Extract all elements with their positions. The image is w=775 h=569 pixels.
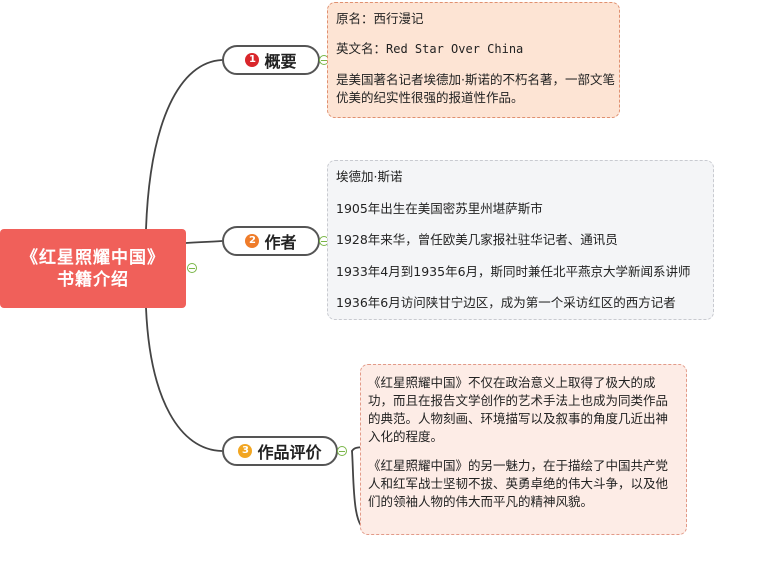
number-badge-icon: 1	[245, 53, 260, 67]
branch-label: 作者	[264, 233, 297, 252]
overview-detail-box	[327, 2, 620, 118]
author-item-name: 埃德加·斯诺	[336, 169, 403, 184]
branch-evaluation-collapse-toggle[interactable]	[337, 446, 347, 456]
overview-item-original-name: 原名：西行漫记	[336, 11, 424, 26]
evaluation-item-spirit: 《红星照耀中国》的另一魅力，在于描绘了中国共产党人和红军战士坚韧不拔、英勇卓绝的…	[368, 458, 669, 509]
overview-item-description: 是美国著名记者埃德加·斯诺的不朽名著，一部文笔优美的纪实性很强的报道性作品。	[336, 72, 615, 105]
branch-label: 作品评价	[257, 443, 322, 462]
root-title-line1: 《红星照耀中国》	[21, 247, 165, 268]
author-item-red-zone-visit: 1936年6月访问陕甘宁边区，成为第一个采访红区的西方记者	[336, 295, 676, 310]
overview-item-english-name: 英文名：Red Star Over China	[336, 40, 523, 58]
root-node[interactable]: 《红星照耀中国》 书籍介绍	[0, 229, 186, 308]
evaluation-detail-box	[360, 364, 687, 535]
branch-evaluation[interactable]: 3 作品评价	[222, 436, 338, 466]
root-title-line2: 书籍介绍	[57, 269, 129, 290]
english-name-value: Red Star Over China	[386, 42, 524, 56]
evaluation-item-artistic: 《红星照耀中国》不仅在政治意义上取得了极大的成功，而且在报告文学创作的艺术手法上…	[368, 375, 669, 444]
root-collapse-toggle[interactable]	[187, 263, 197, 273]
author-item-china-arrival: 1928年来华，曾任欧美几家报社驻华记者、通讯员	[336, 232, 618, 247]
branch-label: 概要	[264, 52, 297, 71]
author-detail-box	[327, 160, 714, 320]
number-badge-icon: 3	[238, 444, 253, 458]
number-badge-icon: 2	[245, 234, 260, 248]
author-item-lecturer: 1933年4月到1935年6月，斯同时兼任北平燕京大学新闻系讲师	[336, 264, 691, 279]
branch-author[interactable]: 2 作者	[222, 226, 320, 256]
branch-overview[interactable]: 1 概要	[222, 45, 320, 75]
english-name-label: 英文名：	[336, 41, 387, 56]
author-item-birth: 1905年出生在美国密苏里州堪萨斯市	[336, 201, 543, 216]
